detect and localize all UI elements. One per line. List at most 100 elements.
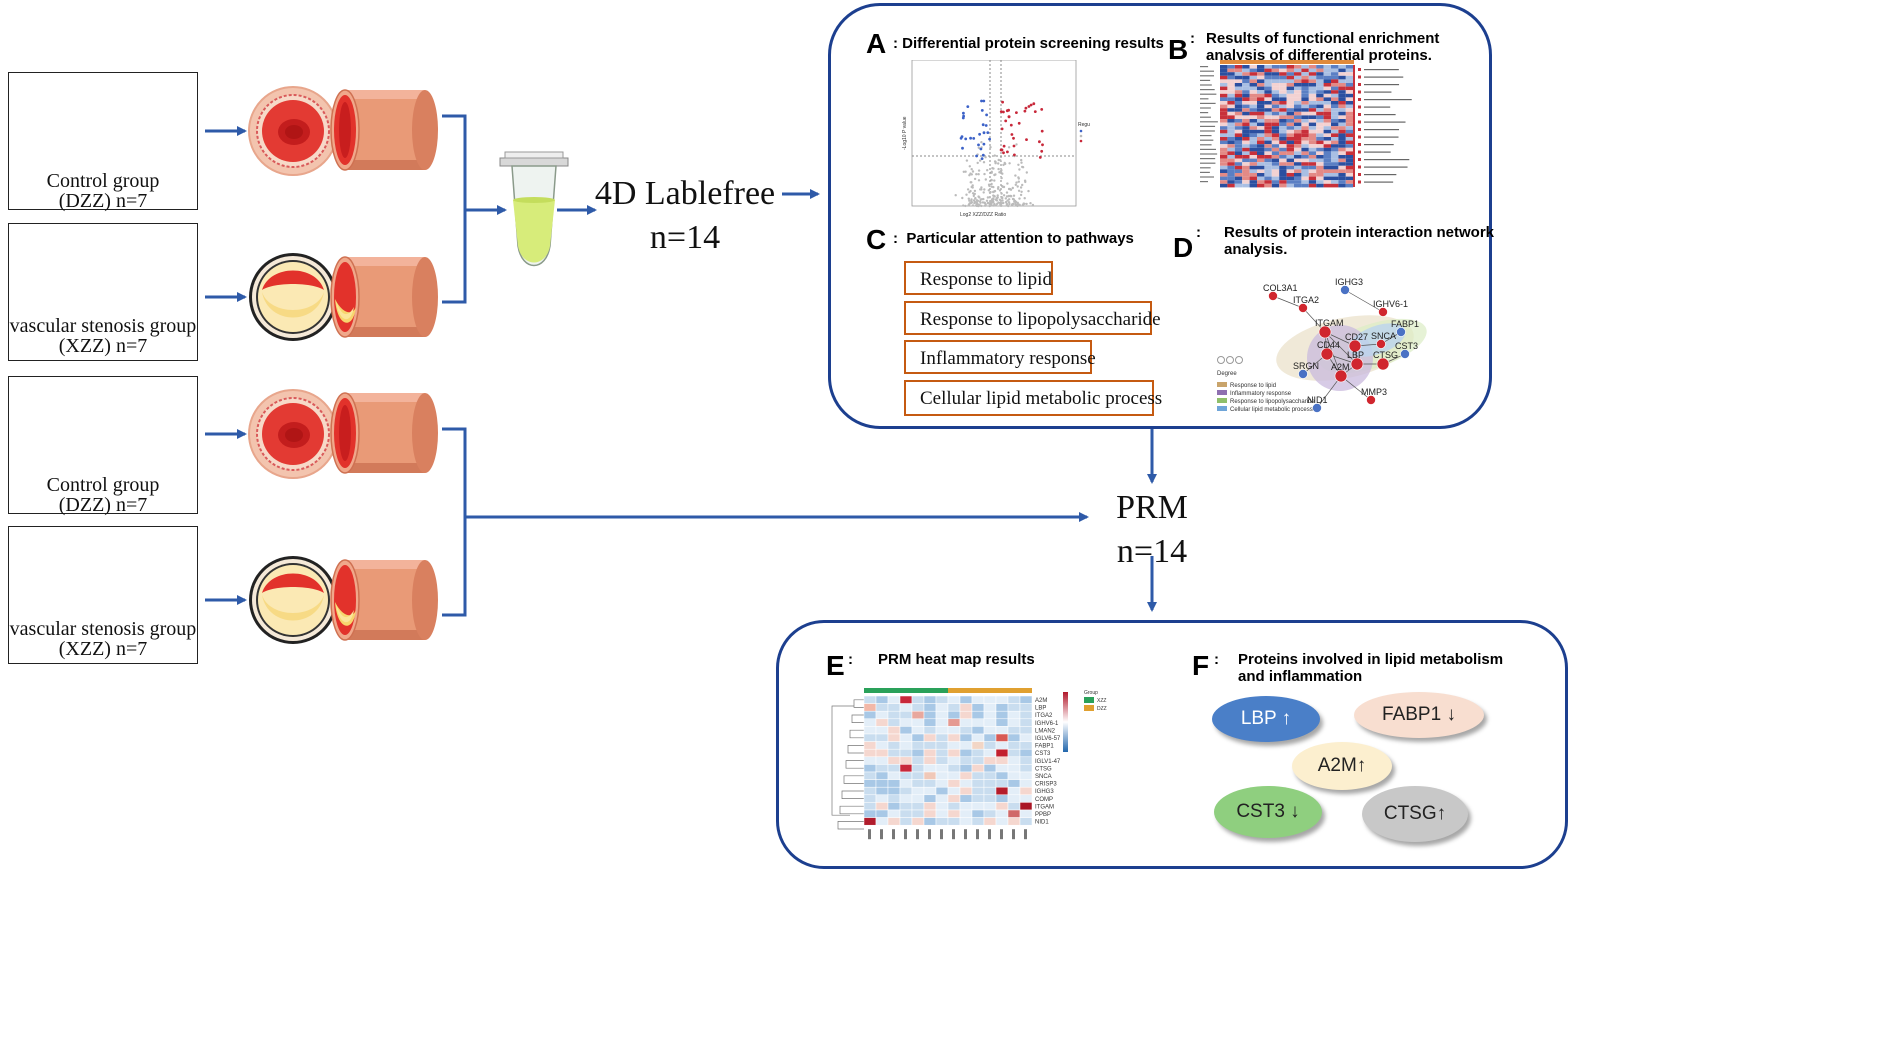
enrichment-term-marker xyxy=(1358,83,1361,86)
volcano-point-up xyxy=(1002,144,1006,148)
volcano-point xyxy=(1017,189,1021,192)
volcano-point-up xyxy=(999,148,1003,152)
enrichment-cell xyxy=(1279,169,1287,173)
volcano-point-up xyxy=(1006,150,1009,154)
volcano-point xyxy=(994,160,997,164)
volcano-plot: Regulated Type Log2 XZZ/DZZ Ratio -Log10… xyxy=(902,60,1090,218)
volcano-point xyxy=(991,198,995,201)
prm-cell xyxy=(923,756,937,765)
network-node xyxy=(1298,303,1308,313)
enrichment-term-text-line xyxy=(1364,181,1394,183)
enrichment-cell xyxy=(1301,72,1309,76)
enrichment-cell xyxy=(1234,111,1243,116)
volcano-point-up xyxy=(1015,111,1018,114)
enrichment-cell xyxy=(1249,147,1257,152)
enrichment-cell xyxy=(1220,129,1228,134)
enrichment-cell xyxy=(1279,93,1287,98)
enrichment-cell xyxy=(1242,133,1250,137)
enrichment-cell xyxy=(1286,75,1294,80)
enrichment-cell xyxy=(1316,75,1324,80)
enrichment-cell xyxy=(1286,65,1294,69)
prm-row-label: PPBP xyxy=(1035,812,1051,818)
enrichment-cell xyxy=(1331,147,1339,152)
enrichment-row-text-line xyxy=(1200,181,1209,183)
prm-cell xyxy=(1007,794,1021,803)
panel-f-title-line1: Proteins involved in lipid metabolism xyxy=(1238,651,1504,668)
prm-row-label: IGLV1-47 xyxy=(1035,759,1061,765)
enrichment-cell xyxy=(1331,93,1339,98)
enrichment-cell xyxy=(1271,108,1280,112)
group-box-control-2: Control group (DZZ) n=7 xyxy=(8,376,198,516)
enrichment-cell xyxy=(1242,176,1250,181)
prm-cell xyxy=(947,741,961,750)
enrichment-cell xyxy=(1264,155,1272,159)
enrichment-cell xyxy=(1227,140,1235,145)
enrichment-cell xyxy=(1308,155,1317,159)
enrichment-term-marker xyxy=(1358,165,1361,169)
prm-cell xyxy=(983,779,997,788)
enrichment-cell xyxy=(1331,97,1339,101)
enrichment-cell xyxy=(1294,155,1302,159)
legend-label: Response to lipid xyxy=(1230,383,1276,389)
enrichment-cell xyxy=(1345,151,1354,155)
network-node-label: CTSG xyxy=(1373,350,1398,360)
prm-cell xyxy=(947,764,961,773)
enrichment-cell xyxy=(1286,108,1294,112)
prm-cell xyxy=(983,771,997,780)
enrichment-cell xyxy=(1286,180,1294,184)
network-node xyxy=(1378,307,1388,317)
down-arrow-icon: ↓ xyxy=(1290,801,1300,822)
panel-c-letter: C xyxy=(866,224,887,255)
enrichment-cell xyxy=(1249,133,1257,137)
enrichment-term-marker xyxy=(1358,150,1361,154)
enrichment-term-marker xyxy=(1358,113,1361,116)
network-node xyxy=(1366,395,1376,405)
prm-col-label xyxy=(904,829,907,840)
volcano-point xyxy=(1021,183,1024,187)
enrichment-cluster-bar xyxy=(1353,65,1355,187)
enrichment-cell xyxy=(1316,83,1324,87)
prm-cell xyxy=(983,802,997,811)
enrichment-cell xyxy=(1301,180,1309,184)
volcano-point-up xyxy=(999,110,1003,113)
enrichment-cell xyxy=(1279,183,1287,188)
enrichment-cell xyxy=(1323,140,1331,145)
enrichment-cell xyxy=(1249,115,1257,119)
prm-cell xyxy=(959,695,973,704)
prm-cell xyxy=(875,786,889,796)
prm-cell xyxy=(863,794,877,803)
enrichment-cell xyxy=(1308,83,1317,87)
prm-cell xyxy=(875,756,889,765)
enrichment-cell xyxy=(1220,140,1228,145)
enrichment-term-text-line xyxy=(1364,91,1392,93)
enrichment-cell xyxy=(1331,119,1339,123)
enrichment-cell xyxy=(1331,86,1339,91)
prm-cell xyxy=(923,748,937,758)
enrichment-cell xyxy=(1331,129,1339,134)
legend-label: Cellular lipid metabolic process xyxy=(1230,407,1313,413)
enrichment-cell xyxy=(1271,97,1280,101)
enrichment-cell xyxy=(1331,173,1339,177)
panel-f-title: :Proteins involved in lipid metabolism a… xyxy=(1214,651,1504,685)
enrichment-cell xyxy=(1271,137,1280,141)
panel-b-title-line1: Results of functional enrichment xyxy=(1206,30,1440,47)
panel-a-title-text: Differential protein screening results xyxy=(902,35,1164,52)
enrichment-cell xyxy=(1257,115,1265,119)
enrichment-row-text-line xyxy=(1200,130,1215,132)
enrichment-cell xyxy=(1227,151,1235,155)
enrichment-cell xyxy=(1249,101,1257,105)
enrichment-cell xyxy=(1294,162,1302,166)
enrichment-cell xyxy=(1323,133,1331,137)
enrichment-cell xyxy=(1227,65,1235,69)
prm-cell xyxy=(983,817,997,826)
volcano-point xyxy=(1027,189,1030,193)
volcano-point xyxy=(970,201,974,204)
enrichment-cell xyxy=(1264,65,1272,69)
prm-cell xyxy=(863,764,877,773)
enrichment-term-marker xyxy=(1358,158,1361,161)
enrichment-term-text-line xyxy=(1364,99,1412,101)
enrichment-cell xyxy=(1294,129,1302,134)
enrichment-cell xyxy=(1279,151,1287,155)
volcano-point xyxy=(1017,180,1020,183)
enrichment-cell xyxy=(1242,86,1250,91)
